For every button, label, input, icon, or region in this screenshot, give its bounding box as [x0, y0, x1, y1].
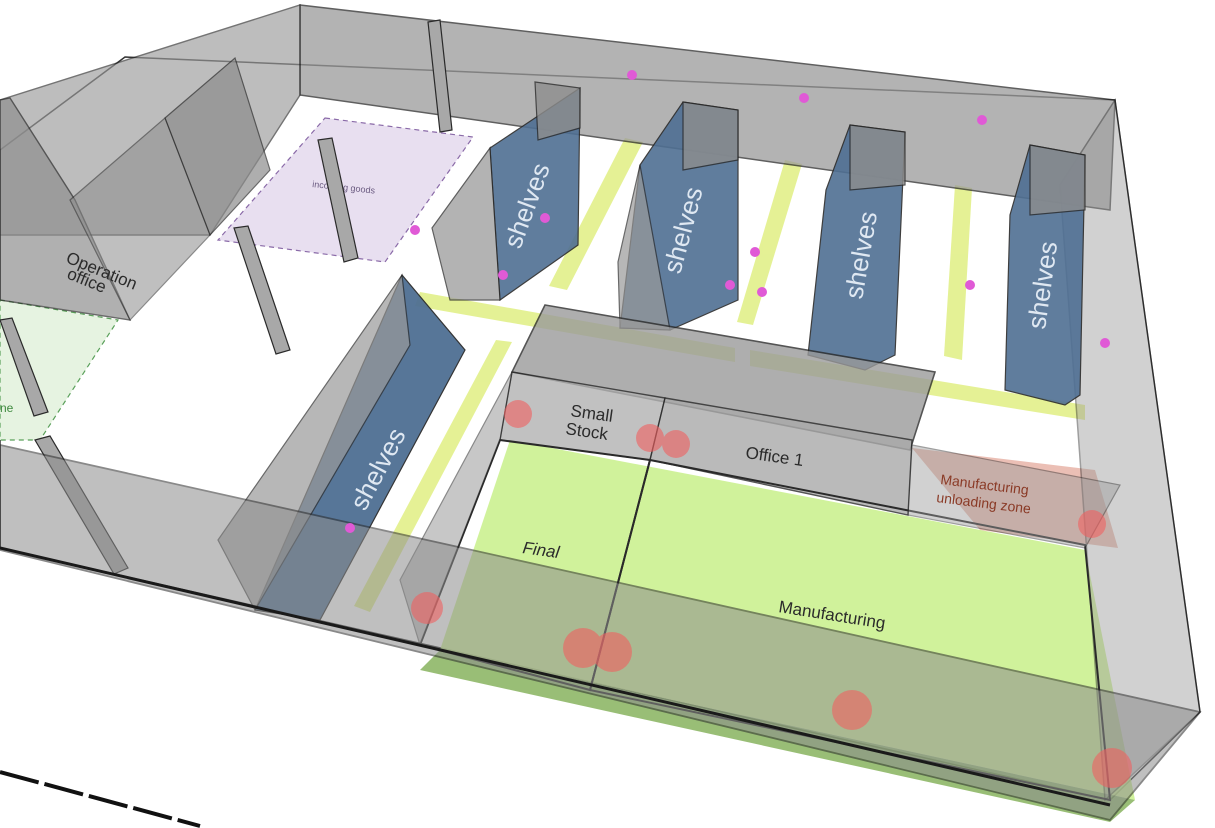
unloading-zone-area: [912, 448, 1118, 548]
partition-wall-2: [69, 116, 211, 322]
ground-line: [0, 770, 201, 828]
location-pins: [345, 70, 1110, 533]
green-zone-label: ne: [0, 401, 14, 415]
shelf-unit-2: shelves: [617, 101, 739, 331]
unloading-zone-wall: [907, 444, 1121, 549]
shelf-unit-4: shelves: [1004, 144, 1086, 406]
shelf-unit-1: shelves: [431, 81, 581, 302]
front-wall: [0, 444, 1202, 822]
sensors: [411, 400, 1132, 788]
incoming-goods-area: [216, 117, 475, 263]
front-wall-edge: [0, 546, 1111, 807]
shelf-unit-3: shelves: [807, 124, 906, 371]
